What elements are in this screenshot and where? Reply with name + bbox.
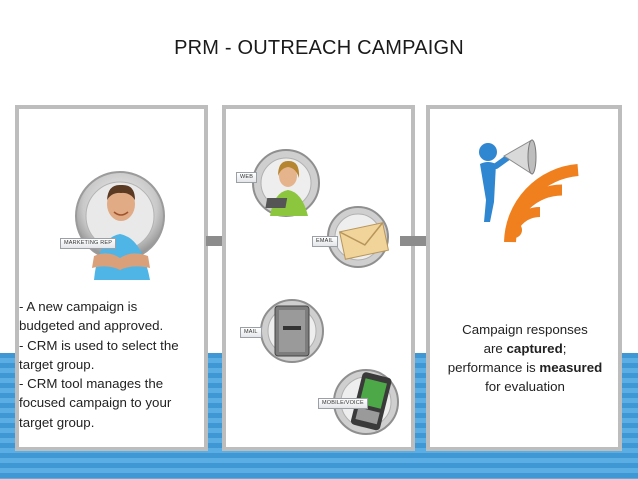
marketing-rep-tag: MARKETING REP (60, 238, 117, 249)
panel1-line: - A new campaign is (19, 299, 138, 314)
panel3-text: performance is (447, 360, 540, 375)
marketing-rep-illustration (75, 171, 165, 280)
panel3-line: performance is measured (430, 358, 620, 377)
web-channel-illustration (252, 149, 320, 217)
panel1-line: focused campaign to your (19, 395, 172, 411)
page-title: PRM - OUTREACH CAMPAIGN (174, 37, 464, 59)
panel1-line: budgeted and approved. (19, 318, 164, 334)
mobile-voice-tag: MOBILE/VOICE (318, 398, 368, 409)
panel3-description: Campaign responses are captured; perform… (430, 320, 620, 396)
web-tag: WEB (236, 172, 258, 183)
email-channel-illustration (327, 206, 390, 268)
captured-emphasis: captured (506, 341, 563, 356)
mail-channel-illustration (260, 299, 324, 363)
panel3-line: for evaluation (485, 379, 565, 394)
email-tag: EMAIL (312, 236, 338, 247)
panel3-line: Campaign responses (462, 322, 588, 337)
panel1-line: - CRM tool manages the (19, 376, 164, 392)
panel1-line: - CRM is used to select the (19, 337, 179, 353)
panel3-line: are captured; (430, 339, 620, 358)
measured-emphasis: measured (539, 360, 603, 375)
panel1-line: target group. (19, 356, 95, 372)
panel3-text: are (483, 341, 507, 356)
panel1-description: - A new campaign is budgeted and approve… (19, 297, 209, 432)
panel1-line: target group. (19, 414, 95, 430)
rss-megaphone-illustration (479, 139, 579, 243)
mail-tag: MAIL (240, 327, 262, 338)
panel3-text: ; (562, 341, 567, 356)
